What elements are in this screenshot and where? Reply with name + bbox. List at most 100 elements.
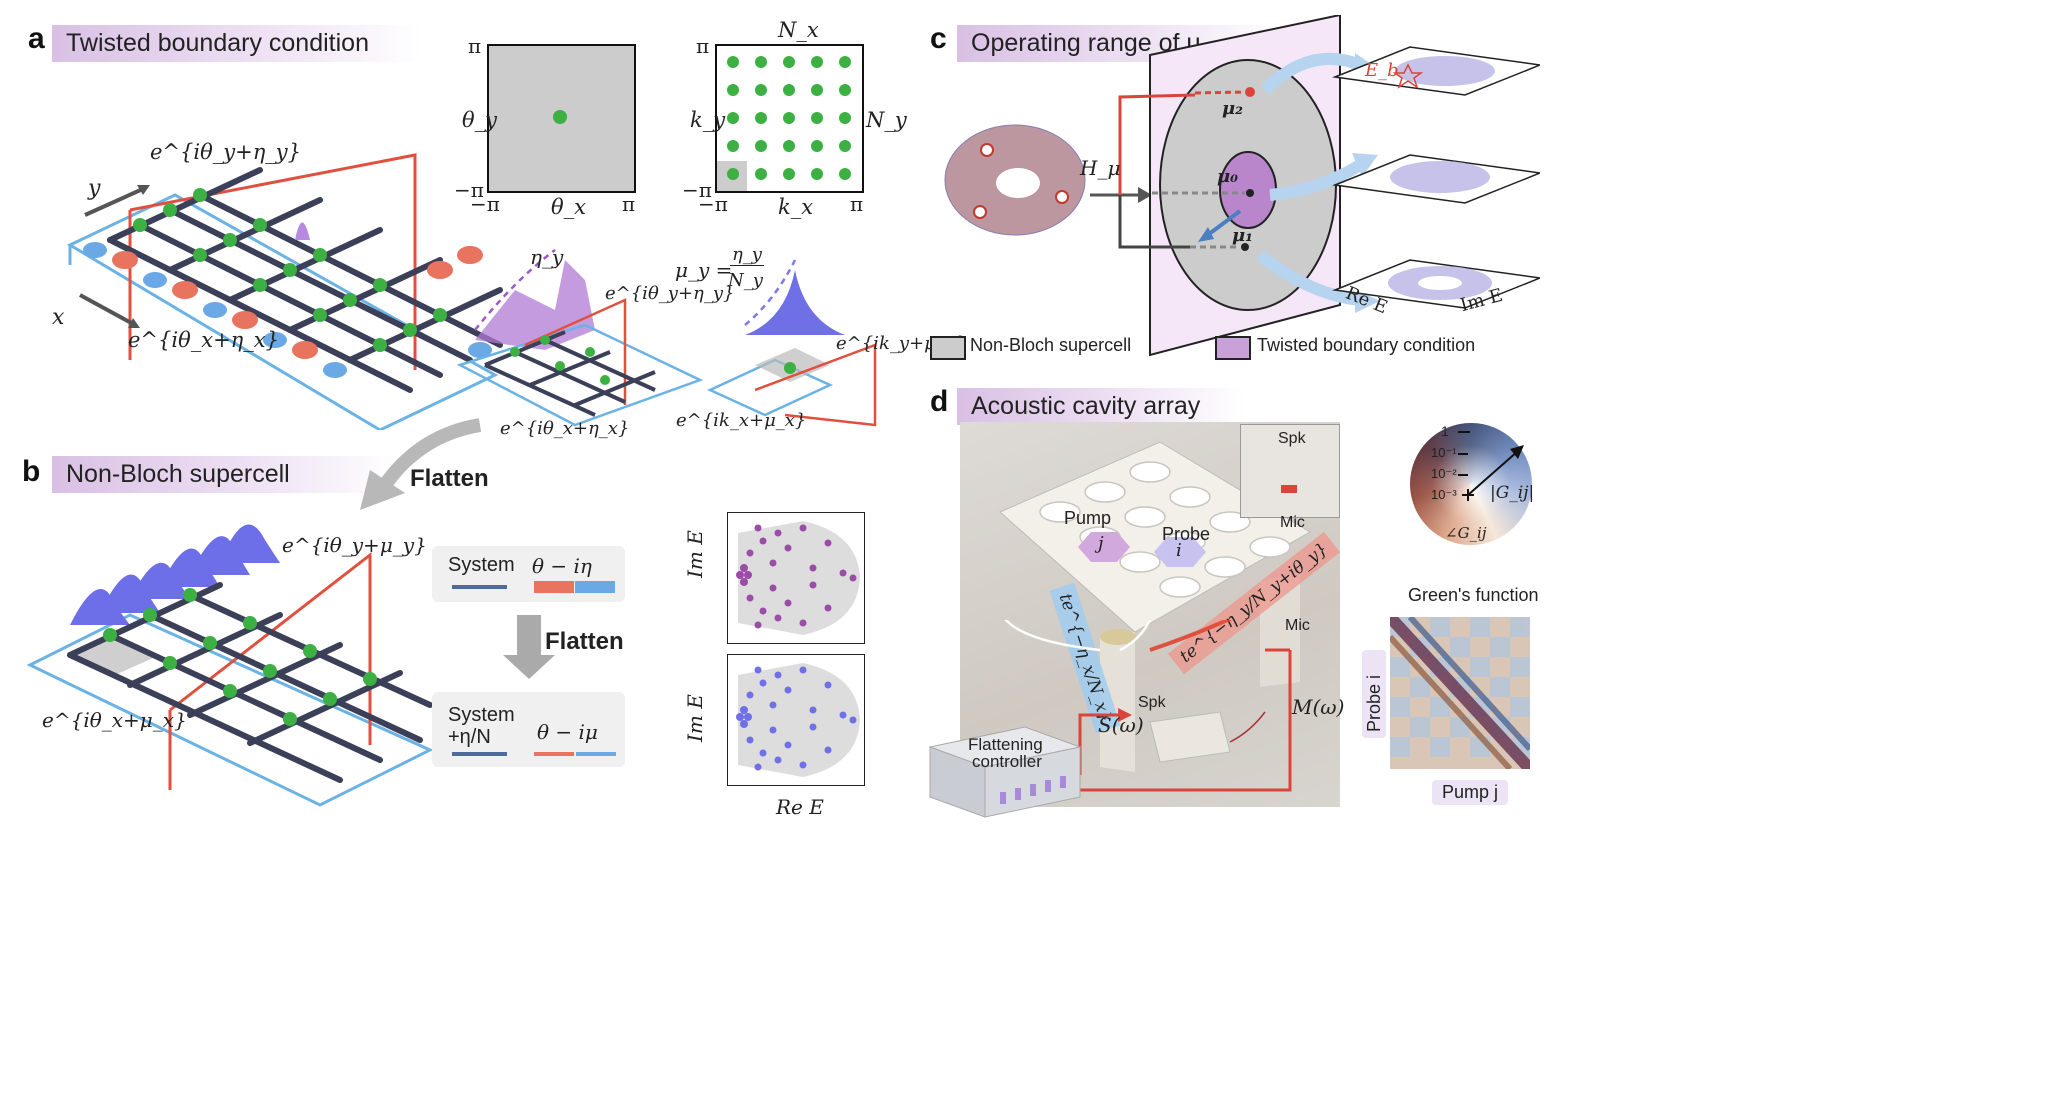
inset-photo	[1240, 424, 1340, 518]
cw-tick-3: 10⁻²	[1431, 466, 1457, 481]
panel-a-letter: a	[28, 22, 45, 55]
h-mu-label: H_μ	[1080, 156, 1121, 180]
eta-wave-surface	[475, 260, 595, 350]
panel-d-letter: d	[930, 385, 949, 418]
s-omega-label: S(ω)	[1098, 713, 1144, 737]
cw-tick-4: 10⁻³	[1431, 487, 1457, 502]
cw-magnitude-label: |G_ij|	[1490, 483, 1535, 503]
flattening-controller	[928, 726, 1082, 818]
k-right-label: N_y	[866, 108, 907, 132]
spectrum-bottom-svg	[736, 663, 860, 777]
bc-y-label: e^{iθ_y+η_y}	[150, 140, 302, 164]
box2-system-line2: +η/N	[448, 726, 491, 748]
lattice-y-boundary	[129, 153, 417, 370]
k-y-top: π	[696, 34, 710, 58]
middle-bc-x: e^{iθ_x+η_x}	[500, 418, 630, 439]
y-axis-label: y	[88, 176, 101, 201]
y-axis-arrow	[84, 186, 146, 217]
eta-label: η_y	[530, 245, 564, 269]
k-x-right: π	[850, 192, 864, 216]
pump-label: Pump	[1064, 508, 1112, 528]
lattice-x-boundary	[66, 193, 499, 430]
box2-arrows	[452, 752, 616, 756]
box2-expr: θ − iμ	[537, 720, 598, 744]
controller-line2: controller	[972, 752, 1042, 771]
colorwheel-arrow	[1458, 431, 1524, 501]
torus-hole	[996, 168, 1040, 198]
theta-y-bottom: −π	[454, 178, 484, 202]
probe-axis-label: Probe i	[1364, 674, 1384, 732]
green-matrix	[1390, 617, 1530, 769]
inset-spk-label: Spk	[1278, 430, 1306, 447]
flatten-arrow-large	[360, 418, 482, 510]
box1-system-label: System	[448, 554, 515, 576]
mu-wave-surface	[745, 270, 845, 335]
theta-y-top: π	[468, 34, 482, 58]
mu-def-num: η_y	[730, 244, 764, 266]
k-y-label: k_y	[690, 108, 726, 132]
k-y-bottom: −π	[682, 178, 712, 202]
theta-x-label: θ_x	[551, 195, 586, 219]
colorwheel-fade	[1410, 423, 1532, 545]
probe-axis-bg	[1362, 650, 1386, 738]
flatten-label-top: Flatten	[410, 465, 489, 492]
legend-swatch-twisted	[1215, 336, 1251, 360]
controller-line1: Flattening	[968, 735, 1043, 754]
slab-top-spectrum	[1395, 56, 1495, 86]
legend-swatch-nonbloch	[930, 336, 966, 360]
panel-a-title: Twisted boundary condition	[52, 25, 420, 62]
m-omega-label: M(ω)	[1292, 695, 1345, 719]
system-box-before: System θ − iη	[432, 546, 625, 602]
spectrum-ylabel-top: Im E	[683, 530, 707, 578]
x-axis-label: x	[52, 305, 65, 330]
pump-axis-label: Pump j	[1432, 780, 1509, 805]
probe-i: i	[1176, 540, 1182, 561]
box1-arrows	[452, 581, 615, 593]
inset-mic-chip	[1281, 485, 1297, 493]
spectrum-ylabel-bottom: Im E	[683, 694, 707, 742]
mu-def-lhs: μ_y =	[675, 258, 733, 282]
x-axis-arrow	[79, 293, 136, 327]
flatten-arrow-small-shaft	[517, 615, 541, 657]
spectrum-top-svg	[736, 521, 860, 635]
panel-c-letter: c	[930, 22, 947, 55]
slab-mid-spectrum	[1390, 161, 1490, 193]
b-bc-y: e^{iθ_y+μ_y}	[282, 533, 427, 557]
mic-label: Mic	[1285, 617, 1310, 634]
colorwheel	[1410, 423, 1532, 545]
spectrum-top	[727, 512, 865, 644]
system-box-after: System +η/N θ − iμ	[432, 692, 625, 767]
middle-bc-y: e^{iθ_y+η_y}	[605, 283, 735, 304]
lattice-nodes	[133, 188, 447, 352]
box2-system-line1: System	[448, 704, 515, 726]
inset-mic-label: Mic	[1280, 514, 1305, 531]
panel-d-title: Acoustic cavity array	[957, 388, 1245, 425]
middle-bc-kx: e^{ik_x+μ_x}	[676, 410, 807, 431]
panel-c-diagram	[944, 15, 1540, 357]
panel-b-letter: b	[22, 455, 41, 488]
green-title: Green's function	[1408, 585, 1539, 605]
legend-label-nonbloch: Non-Bloch supercell	[970, 335, 1132, 355]
lattice-amplifiers-blue	[83, 242, 492, 378]
eb-label: E_b	[1365, 60, 1399, 81]
k-plot	[715, 44, 864, 193]
mu1-label: μ₁	[1232, 225, 1254, 246]
bc-x-label: e^{iθ_x+η_x}	[128, 328, 279, 352]
spectrum-bottom	[727, 654, 865, 786]
box1-expr: θ − iη	[532, 554, 592, 578]
k-plot-points	[727, 56, 851, 180]
panel-a-lattice	[66, 153, 503, 430]
k-x-label: k_x	[778, 195, 814, 219]
legend-label-twisted: Twisted boundary condition	[1257, 335, 1476, 355]
spk-label: Spk	[1138, 694, 1166, 711]
b-bc-x: e^{iθ_x+μ_x}	[42, 708, 187, 732]
theta-y-label: θ_y	[462, 108, 498, 132]
mu-def-den: N_y	[728, 270, 763, 291]
theta-point	[553, 110, 567, 124]
flatten-arrow-small-head	[503, 655, 555, 679]
lattice-amplifiers-red	[112, 246, 483, 359]
k-x-left: −π	[698, 192, 728, 216]
k-top-label: N_x	[778, 18, 819, 42]
probe-label: Probe	[1162, 524, 1211, 544]
panel-b-title: Non-Bloch supercell	[52, 456, 400, 493]
